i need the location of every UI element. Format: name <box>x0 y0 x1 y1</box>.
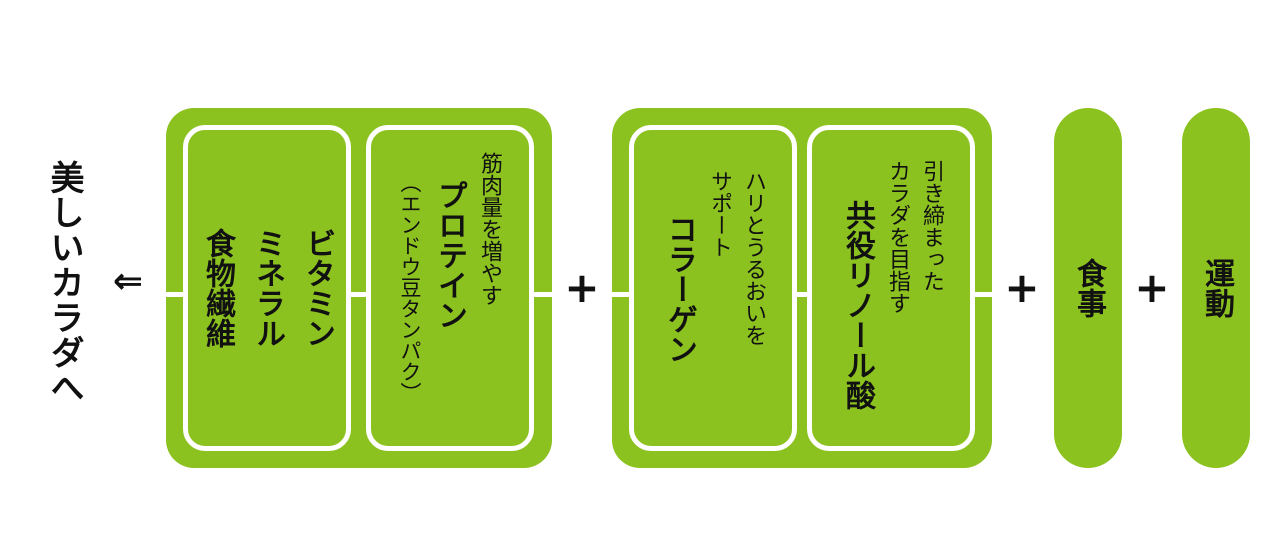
collagen-name: コラーゲン <box>662 214 697 364</box>
divider-line <box>612 292 992 297</box>
cla-description-1: 引き締まった <box>919 160 944 292</box>
panel-vitamins: ビタミン ミネラル 食物繊維 <box>183 125 351 451</box>
plus-sign-1: + <box>564 263 600 312</box>
cla-name: 共役リノール酸 <box>840 200 875 410</box>
exercise-pill: 運動 <box>1182 108 1250 468</box>
protein-name: プロテイン <box>432 180 467 330</box>
minerals-label: ミネラル <box>250 228 285 348</box>
goal-label: 美しいカラダへ <box>44 160 84 405</box>
meal-pill: 食事 <box>1054 108 1122 468</box>
plus-sign-2: + <box>1004 263 1040 312</box>
fiber-label: 食物繊維 <box>200 228 235 348</box>
cla-description-2: カラダを目指す <box>885 160 910 314</box>
panel-cla: 引き締まった カラダを目指す 共役リノール酸 <box>807 125 975 451</box>
supplement-group-1: ビタミン ミネラル 食物繊維 筋肉量を増やす プロテイン （エンドウ豆タンパク） <box>166 108 552 468</box>
collagen-description-1: ハリとうるおいを <box>741 170 766 346</box>
protein-source: （エンドウ豆タンパク） <box>398 172 422 403</box>
supplement-group-2: ハリとうるおいを サポート コラーゲン 引き締まった カラダを目指す 共役リノー… <box>612 108 992 468</box>
vitamins-label: ビタミン <box>300 228 335 348</box>
protein-description: 筋肉量を増やす <box>477 152 502 306</box>
plus-sign-3: + <box>1134 263 1170 312</box>
panel-protein: 筋肉量を増やす プロテイン （エンドウ豆タンパク） <box>366 125 534 451</box>
collagen-description-2: サポート <box>707 170 732 258</box>
arrow-left-icon: ⇐ <box>112 261 144 302</box>
panel-collagen: ハリとうるおいを サポート コラーゲン <box>629 125 797 451</box>
exercise-label: 運動 <box>1199 258 1234 318</box>
meal-label: 食事 <box>1071 258 1106 318</box>
divider-line <box>166 292 552 297</box>
